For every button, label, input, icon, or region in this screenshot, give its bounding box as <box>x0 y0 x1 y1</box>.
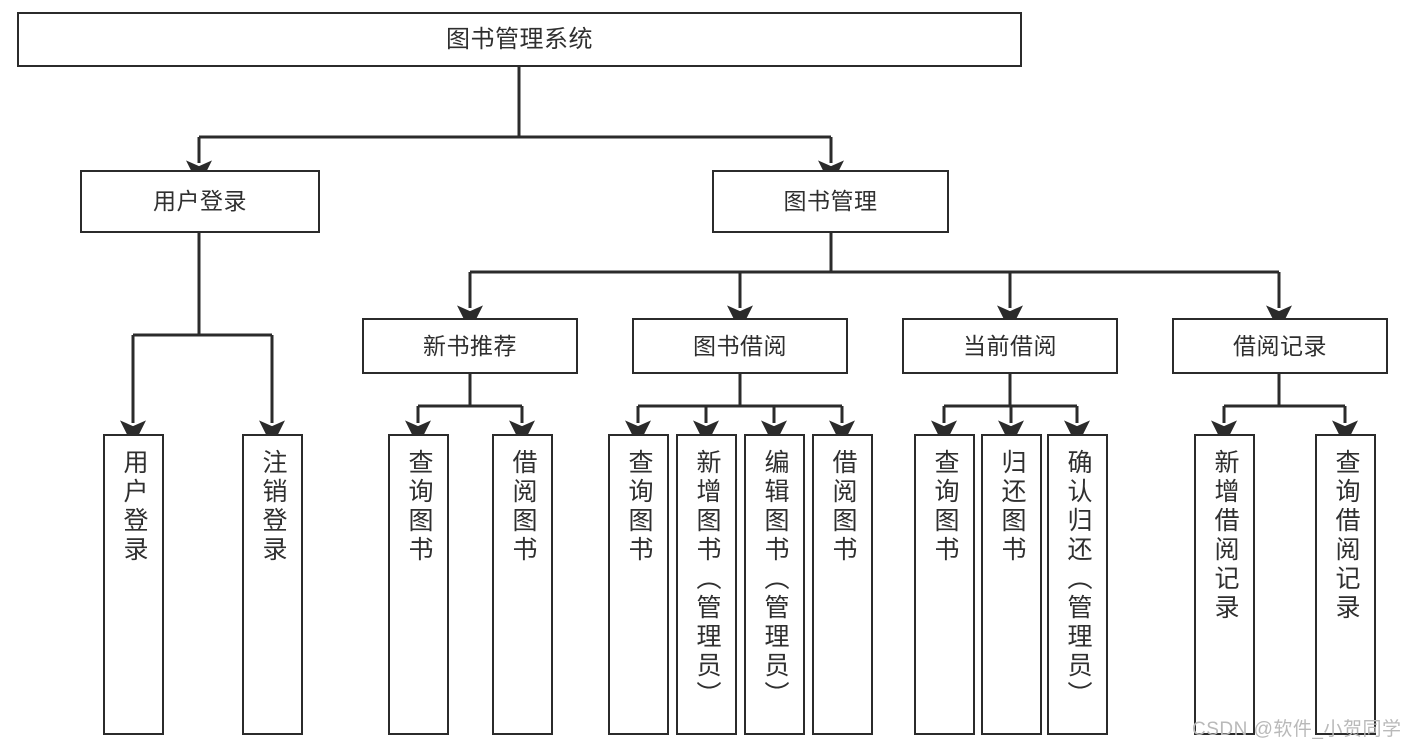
node-label: 图书管理系统 <box>446 25 593 53</box>
node-label: 编辑图书（管理员） <box>761 449 789 710</box>
leaf-current-return-book[interactable]: 归还图书 <box>981 434 1042 735</box>
leaf-user-login[interactable]: 用户登录 <box>103 434 164 735</box>
leaf-borrow-query-book[interactable]: 查询图书 <box>608 434 669 735</box>
node-label: 查询图书 <box>405 449 433 565</box>
leaf-user-logout[interactable]: 注销登录 <box>242 434 303 735</box>
node-label: 用户登录 <box>120 449 148 565</box>
leaf-current-confirm-return-admin[interactable]: 确认归还（管理员） <box>1047 434 1108 735</box>
node-label: 注销登录 <box>259 449 287 565</box>
node-label: 新增借阅记录 <box>1211 449 1239 623</box>
node-label: 借阅图书 <box>509 449 537 565</box>
leaf-records-add-record[interactable]: 新增借阅记录 <box>1194 434 1255 735</box>
watermark-text: CSDN @软件_小贺同学 <box>1192 719 1402 740</box>
node-user-login[interactable]: 用户登录 <box>80 170 320 233</box>
node-label: 归还图书 <box>998 449 1026 565</box>
node-label: 借阅图书 <box>829 449 857 565</box>
node-label: 图书借阅 <box>693 332 787 359</box>
node-label: 查询借阅记录 <box>1332 449 1360 623</box>
leaf-borrow-add-book-admin[interactable]: 新增图书（管理员） <box>676 434 737 735</box>
node-borrow-records[interactable]: 借阅记录 <box>1172 318 1388 374</box>
node-root-system[interactable]: 图书管理系统 <box>17 12 1022 67</box>
node-book-borrow[interactable]: 图书借阅 <box>632 318 848 374</box>
leaf-newbook-query-book[interactable]: 查询图书 <box>388 434 449 735</box>
node-current-borrow[interactable]: 当前借阅 <box>902 318 1118 374</box>
leaf-current-query-book[interactable]: 查询图书 <box>914 434 975 735</box>
node-label: 当前借阅 <box>963 332 1057 359</box>
node-label: 用户登录 <box>153 188 247 215</box>
node-label: 查询图书 <box>625 449 653 565</box>
node-new-book-recommend[interactable]: 新书推荐 <box>362 318 578 374</box>
node-label: 新书推荐 <box>423 332 517 359</box>
leaf-borrow-borrow-book[interactable]: 借阅图书 <box>812 434 873 735</box>
node-book-management[interactable]: 图书管理 <box>712 170 949 233</box>
node-label: 查询图书 <box>931 449 959 565</box>
node-label: 新增图书（管理员） <box>693 449 721 710</box>
node-label: 图书管理 <box>783 188 878 215</box>
leaf-records-query-record[interactable]: 查询借阅记录 <box>1315 434 1376 735</box>
node-label: 确认归还（管理员） <box>1064 449 1092 710</box>
leaf-borrow-edit-book-admin[interactable]: 编辑图书（管理员） <box>744 434 805 735</box>
leaf-newbook-borrow-book[interactable]: 借阅图书 <box>492 434 553 735</box>
node-label: 借阅记录 <box>1233 332 1327 359</box>
